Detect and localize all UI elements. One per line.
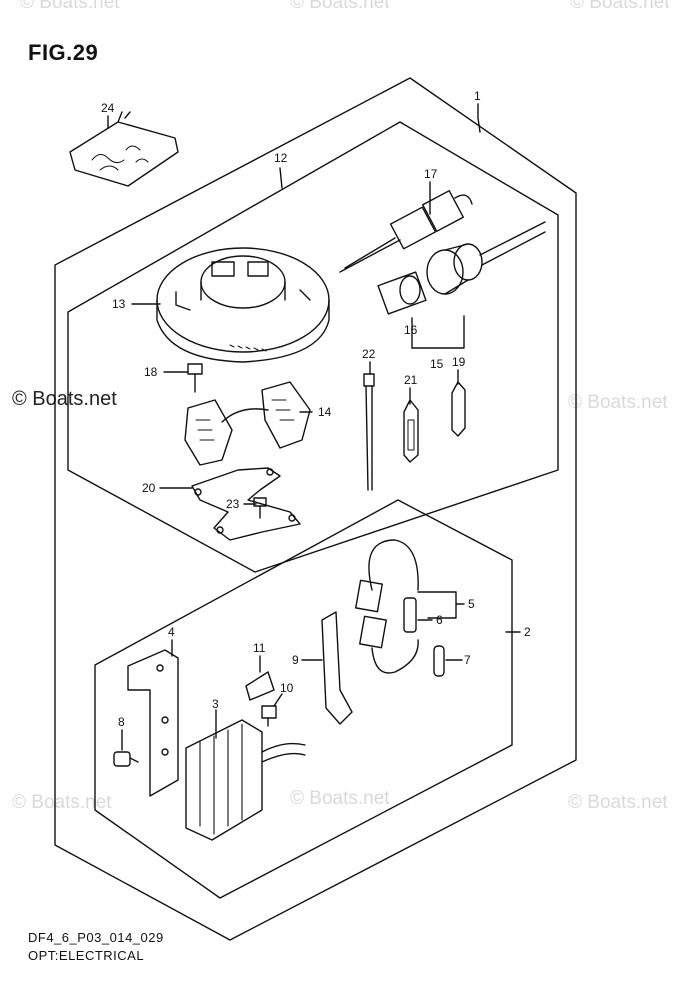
stator-part-13: [156, 247, 330, 363]
watermark-mid-left: © Boats.net: [12, 388, 117, 410]
rectifier-part-3: [185, 719, 306, 841]
callout-9: 9: [292, 653, 299, 667]
socket-part-16b: [426, 221, 546, 295]
watermark-top-left: © Boats.net: [20, 0, 120, 13]
watermark-mid-right: © Boats.net: [568, 392, 668, 413]
callout-2: 2: [524, 625, 531, 639]
callout-21: 21: [404, 373, 418, 387]
clip-part-7: [433, 645, 445, 677]
callout-5: 5: [468, 597, 475, 611]
kit-outline-1: [54, 77, 577, 941]
callout-13: 13: [112, 297, 126, 311]
callout-16: 16: [404, 323, 418, 337]
connector-part-17: [339, 190, 473, 273]
plug-part-16: [377, 271, 427, 315]
kit-outline-2: [94, 499, 513, 899]
screw-part-23: [253, 497, 267, 519]
clip-part-21: [403, 399, 419, 463]
plate-part-20: [191, 467, 301, 541]
bolt-part-8: [113, 751, 139, 767]
leader-12: [279, 167, 283, 189]
callout-3: 3: [212, 697, 219, 711]
callout-4: 4: [168, 625, 175, 639]
leader-15: [411, 315, 465, 349]
callout-10: 10: [280, 681, 294, 695]
callout-17: 17: [424, 167, 438, 181]
drawing-code: DF4_6_P03_014_029: [28, 930, 164, 945]
fuse-part-6: [403, 597, 417, 633]
callout-18: 18: [144, 365, 158, 379]
stay-part-11: [245, 671, 275, 701]
watermark-low-left: © Boats.net: [12, 792, 112, 813]
callout-11: 11: [253, 641, 266, 655]
bracket-part-4: [127, 649, 179, 797]
callout-22: 22: [362, 347, 376, 361]
callout-6: 6: [436, 613, 443, 627]
figure-title: FIG.29: [28, 40, 99, 65]
clip-part-19: [451, 381, 466, 437]
brush-part-14: [184, 381, 311, 466]
holder-part-9: [321, 611, 353, 725]
callout-14: 14: [318, 405, 332, 419]
watermark-top-right: © Boats.net: [570, 0, 670, 13]
callout-12: 12: [274, 151, 288, 165]
drawing-caption: OPT:ELECTRICAL: [28, 948, 145, 963]
callout-7: 7: [464, 653, 471, 667]
callout-8: 8: [118, 715, 125, 729]
watermark-low-right: © Boats.net: [568, 792, 668, 813]
cable-tie-part-22: [363, 373, 375, 491]
watermark-top-mid: © Boats.net: [290, 0, 390, 13]
watermark-low-mid: © Boats.net: [290, 788, 390, 809]
screw-part-18: [187, 363, 203, 393]
fuse-holder-part-5: [355, 539, 419, 674]
callout-24: 24: [101, 101, 115, 115]
callout-23: 23: [226, 497, 240, 511]
callout-20: 20: [142, 481, 156, 495]
callout-15: 15: [430, 357, 444, 371]
kit-outline-12: [67, 121, 559, 573]
leader-5: [417, 591, 465, 619]
bolt-part-10: [261, 705, 277, 727]
callout-1: 1: [474, 89, 481, 103]
callout-19: 19: [452, 355, 466, 369]
leader-1: [477, 103, 481, 133]
leader-10: [273, 693, 283, 707]
bag-part-24: [69, 111, 179, 187]
